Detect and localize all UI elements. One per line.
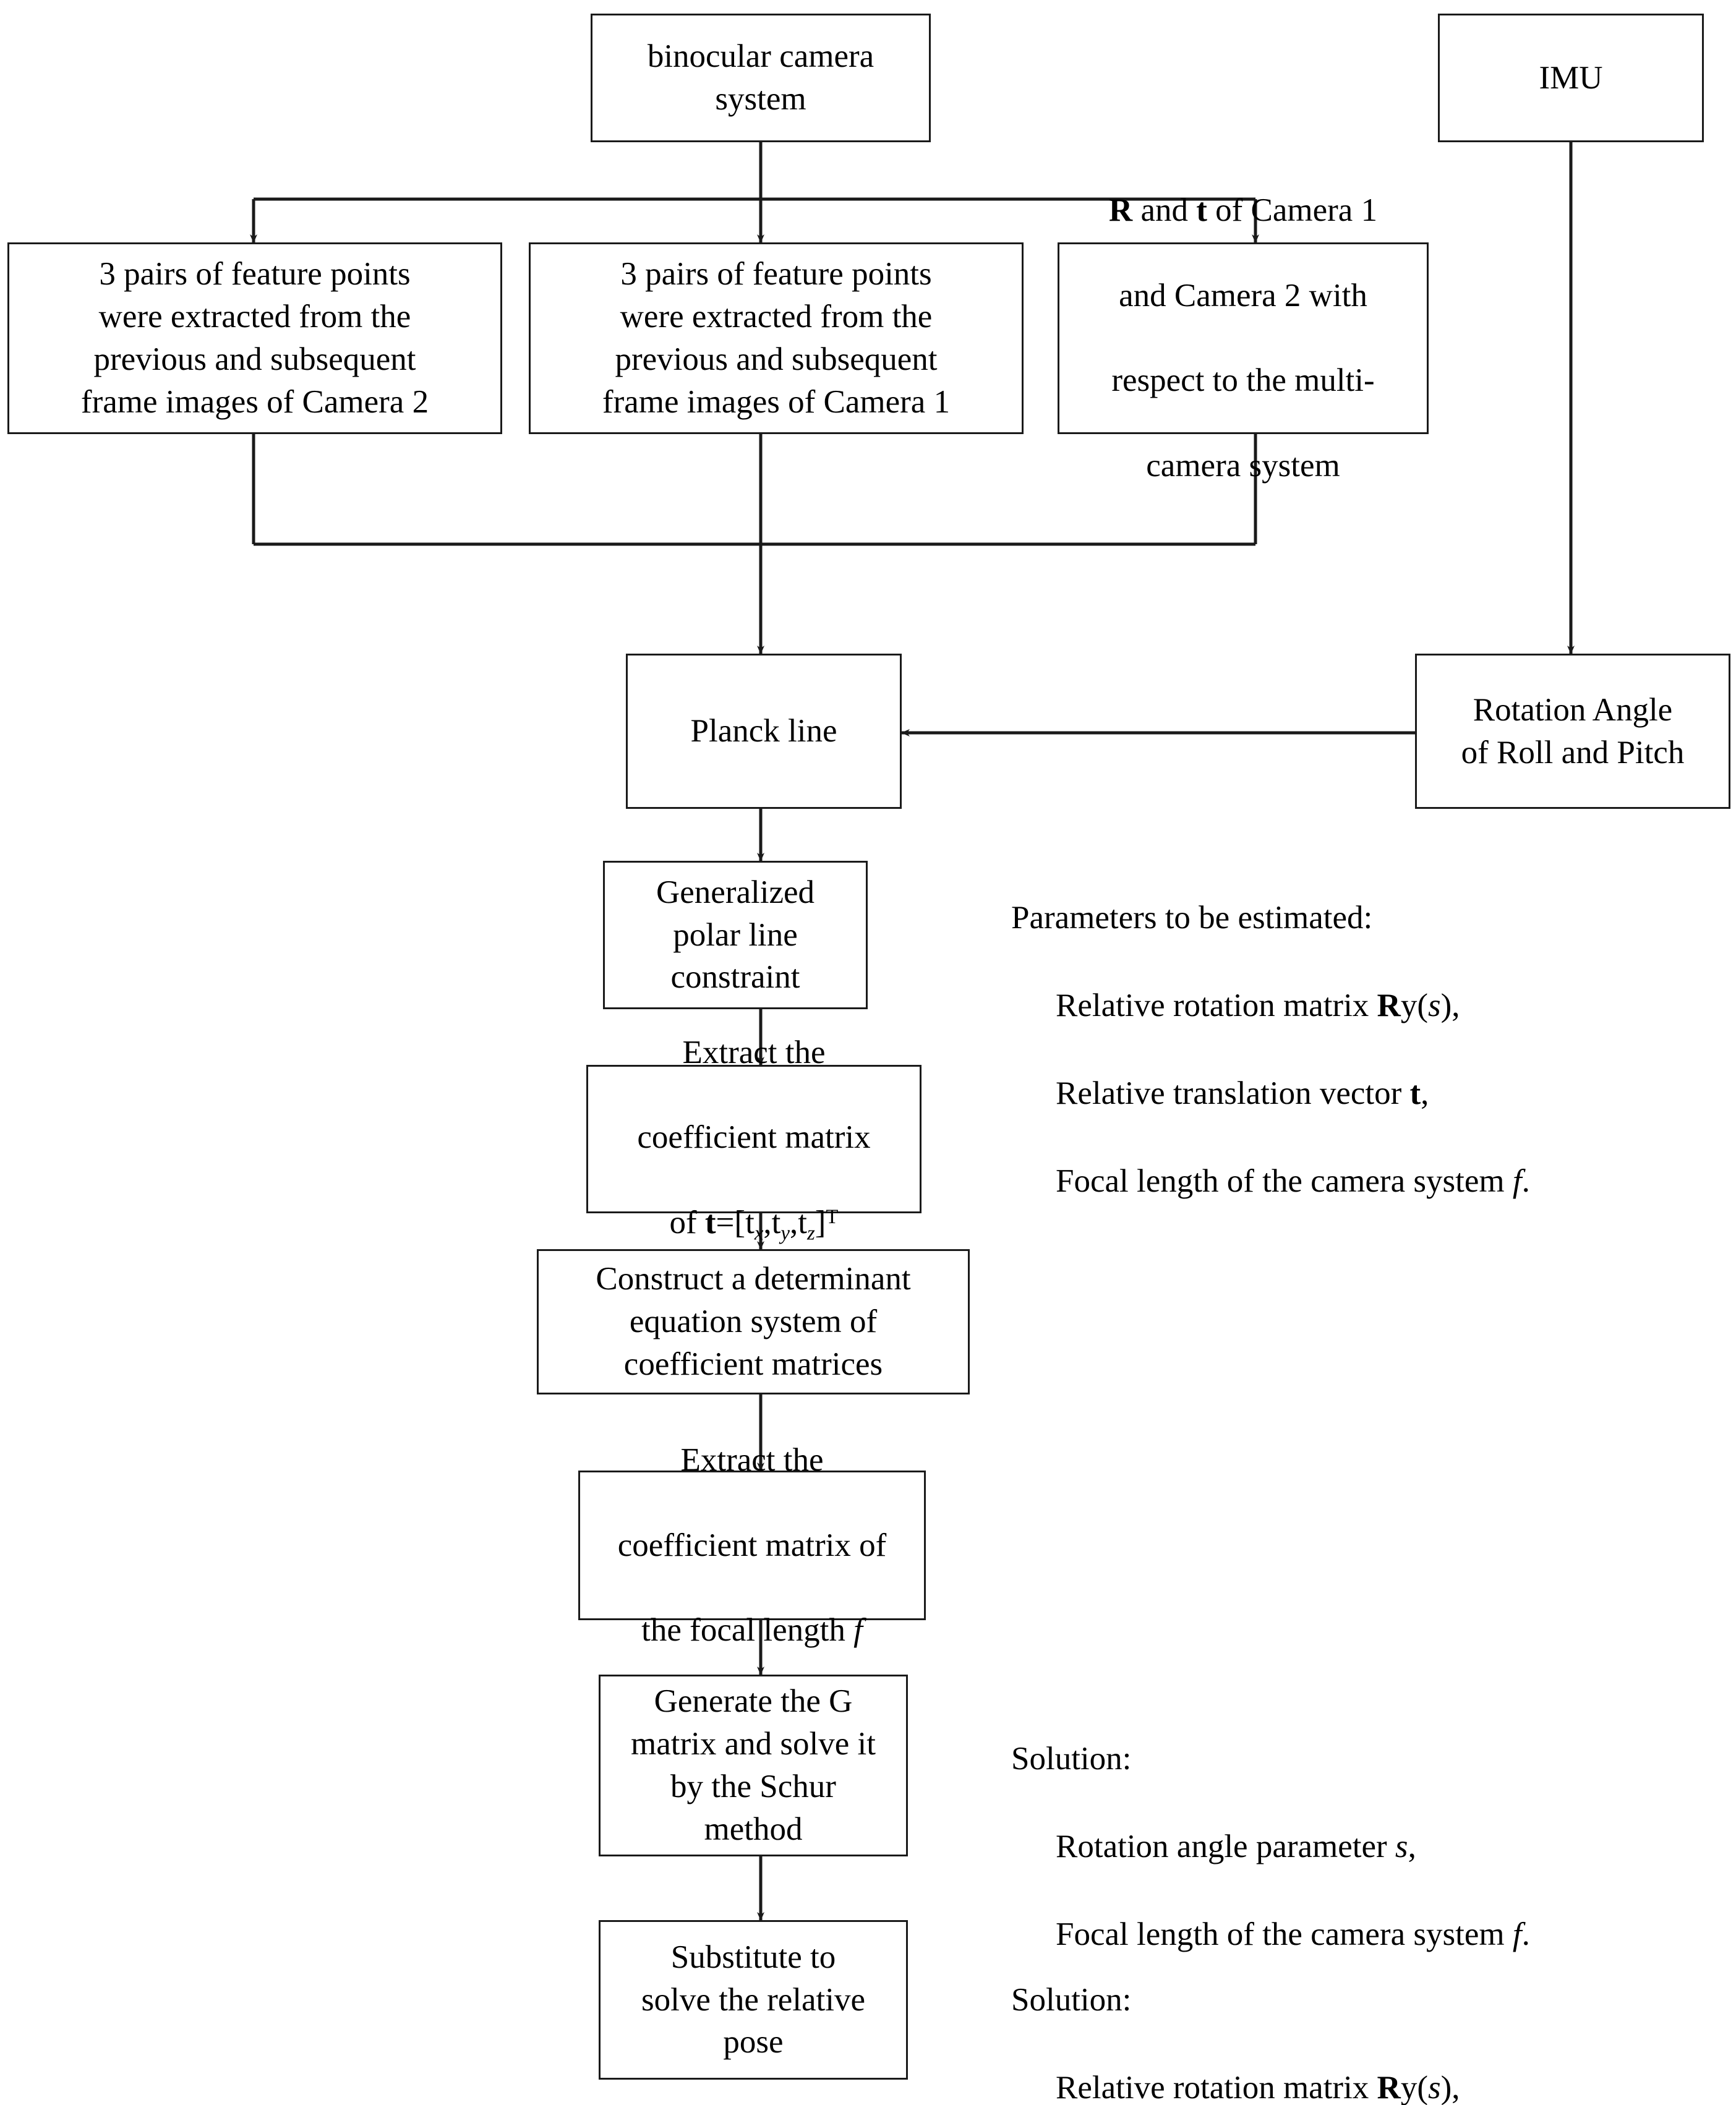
rt-cameras-text: R and t of Camera 1 and Camera 2 with re… [1108,192,1378,484]
node-construct-determinant-equation-system[interactable]: Construct a determinant equation system … [537,1249,970,1394]
node-planck-line[interactable]: Planck line [626,654,902,809]
solution-schur-line-focal-length: Focal length of the camera system f. [1056,1916,1530,1953]
extract-f-text: Extract the coefficient matrix of the fo… [617,1441,887,1649]
node-feature-points-camera-1[interactable]: 3 pairs of feature points were extracted… [529,242,1024,434]
extract-t-text: Extract the coefficient matrix of t=[tx,… [637,1034,871,1245]
solution-pose-header: Solution: [1011,1982,1132,2018]
parameters-line-focal-length: Focal length of the camera system f. [1056,1163,1530,1200]
node-substitute-solve-relative-pose[interactable]: Substitute to solve the relative pose [599,1920,908,2080]
node-binocular-camera-system[interactable]: binocular camera system [591,14,931,142]
node-rt-cameras[interactable]: R and t of Camera 1 and Camera 2 with re… [1058,192,1429,484]
node-generate-g-matrix-schur[interactable]: Generate the G matrix and solve it by th… [599,1675,908,1856]
node-rotation-angle[interactable]: Rotation Angle of Roll and Pitch [1415,654,1730,809]
solution-pose-line-rotation-matrix: Relative rotation matrix Ry(s), [1056,2070,1460,2105]
parameters-header: Parameters to be estimated: [1011,900,1373,936]
parameters-line-rotation-matrix: Relative rotation matrix Ry(s), [1056,988,1460,1024]
solution-schur-line-rotation-parameter: Rotation angle parameter s, [1056,1829,1416,1865]
node-extract-coefficient-matrix-of-focal-length[interactable]: Extract the coefficient matrix of the fo… [578,1442,926,1648]
bold-R-glyph: R [1108,192,1133,228]
annotation-solution-pose: Solution: Relative rotation matrix Ry(s)… [1011,1934,1710,2105]
node-imu[interactable]: IMU [1438,14,1704,142]
node-feature-points-camera-2[interactable]: 3 pairs of feature points were extracted… [7,242,502,434]
annotation-solution-schur: Solution: Rotation angle parameter s, Fo… [1011,1693,1710,2000]
annotation-parameters-to-be-estimated: Parameters to be estimated: Relative rot… [1011,852,1710,1247]
bold-t-glyph: t [1196,192,1207,228]
node-extract-coefficient-matrix-of-t[interactable]: Extract the coefficient matrix of t=[tx,… [586,1035,921,1245]
solution-schur-header: Solution: [1011,1741,1132,1777]
node-generalized-polar-line-constraint[interactable]: Generalized polar line constraint [603,861,868,1009]
parameters-line-translation-vector: Relative translation vector t, [1056,1075,1429,1112]
